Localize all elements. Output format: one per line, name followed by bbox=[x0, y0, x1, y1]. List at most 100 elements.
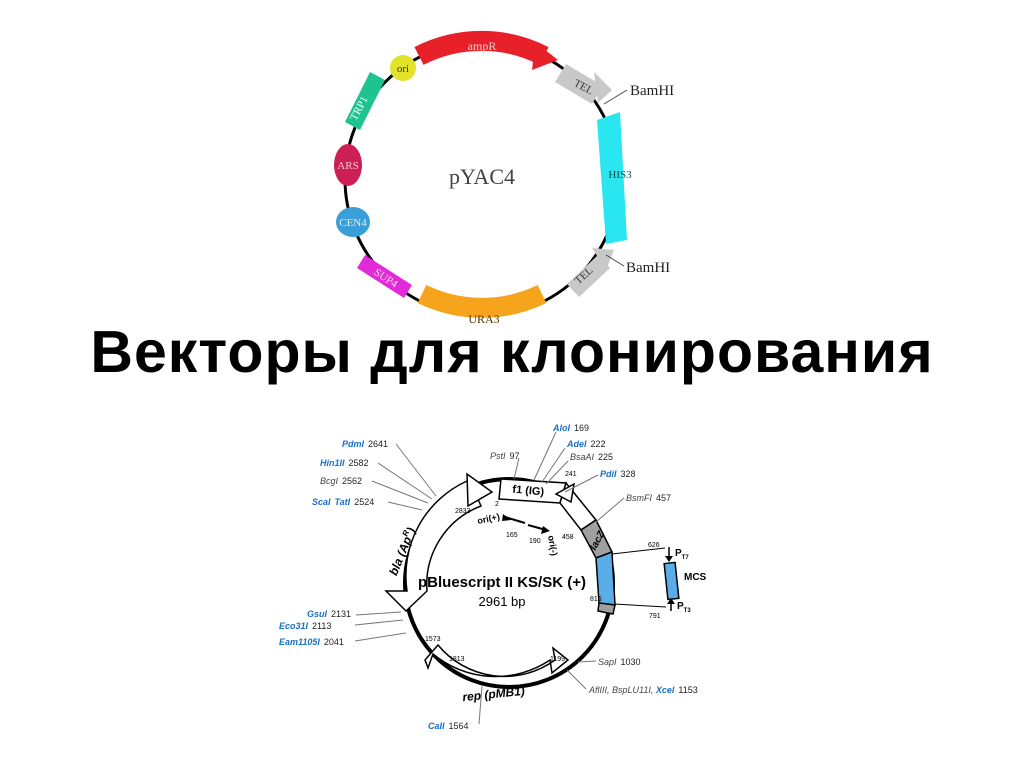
pt3-arrowhead bbox=[667, 598, 675, 604]
tick-2: 2 bbox=[495, 501, 499, 508]
rep-label: rep (pMB1) bbox=[462, 684, 526, 704]
leader-afliii bbox=[566, 669, 587, 690]
mcs-box bbox=[663, 561, 680, 601]
site-psti-name: PstI bbox=[490, 451, 506, 461]
bla-label-sup: R bbox=[401, 529, 412, 538]
ori-plus-arrow bbox=[504, 516, 526, 524]
tick-2833: 2833 bbox=[455, 508, 471, 515]
site-eco31i-pos: 2113 bbox=[312, 621, 331, 631]
tick-626: 626 bbox=[648, 542, 660, 549]
pt7-sub: T7 bbox=[682, 555, 690, 561]
site-sapi-name: SapI bbox=[598, 657, 617, 667]
his3-label: HIS3 bbox=[608, 169, 632, 181]
tick-816: 816 bbox=[590, 596, 602, 603]
leader-bsaai bbox=[545, 460, 569, 485]
site-bsaai-name: BsaAI bbox=[570, 452, 595, 462]
pt7-arrowhead bbox=[665, 556, 673, 562]
site-bsaai-pos: 225 bbox=[598, 452, 613, 462]
leader-eco31i bbox=[354, 619, 404, 626]
site-scai-pos: 2524 bbox=[354, 497, 374, 507]
site-bsmfi-name: BsmFI bbox=[626, 493, 652, 503]
tel-top-arrowhead bbox=[594, 72, 612, 103]
mcs-label: MCS bbox=[684, 572, 707, 583]
cen4-label: CEN4 bbox=[339, 217, 367, 229]
tick-1813: 1813 bbox=[449, 656, 465, 663]
tick-458: 458 bbox=[562, 534, 574, 541]
pbluescript-size: 2961 bp bbox=[479, 594, 526, 609]
site-bcgi-name: BcgI bbox=[320, 476, 339, 486]
cen4-segment bbox=[336, 207, 370, 237]
ura3-segment bbox=[417, 284, 547, 318]
leader-cali bbox=[478, 685, 483, 725]
bla-segment bbox=[384, 480, 483, 613]
site-bsmfi: BsmFI 457 bbox=[626, 493, 671, 503]
site-scai-name: ScaI bbox=[312, 497, 331, 507]
leader-bcgi bbox=[371, 480, 429, 504]
site-pdml-name: PdmI bbox=[342, 439, 365, 449]
site-xcei-pos: 1153 bbox=[678, 685, 697, 695]
ori-minus-arrowhead bbox=[541, 526, 550, 534]
leader-aloi bbox=[533, 431, 557, 481]
leader-bsmfi bbox=[595, 497, 625, 523]
ori-label: ori bbox=[397, 63, 409, 75]
site-pdii-name: PdiI bbox=[600, 469, 617, 479]
ori-plus-arrowhead bbox=[502, 514, 511, 521]
leader-hin1 bbox=[377, 462, 433, 500]
site-bsmfi-pos: 457 bbox=[656, 493, 671, 503]
f1-label: f1 (IG) bbox=[512, 484, 545, 499]
pyac4-name: pYAC4 bbox=[449, 164, 515, 189]
f1-arrowhead bbox=[554, 482, 575, 504]
mcs-connector-bottom bbox=[613, 603, 667, 608]
bamhi-top-leader bbox=[603, 89, 628, 105]
tick-241: 241 bbox=[565, 471, 577, 478]
leader-adei bbox=[541, 447, 566, 483]
site-tati-name: TatI bbox=[335, 497, 351, 507]
site-gsui-name: GsuI bbox=[307, 609, 328, 619]
sup4-segment bbox=[357, 255, 412, 298]
slide-title: Векторы для клонирования bbox=[90, 319, 934, 385]
trp1-segment bbox=[345, 72, 385, 130]
leader-psti bbox=[513, 457, 520, 480]
site-pdml-pos: 2641 bbox=[368, 439, 388, 449]
site-hin1: Hin1II 2582 bbox=[320, 458, 369, 468]
leader-eam1105i bbox=[354, 632, 407, 642]
bamhi-bottom-leader bbox=[605, 254, 625, 267]
ars-label: ARS bbox=[337, 160, 358, 172]
ori-segment bbox=[390, 55, 416, 81]
tel-top-segment bbox=[555, 64, 603, 104]
site-pdii-pos: 328 bbox=[621, 469, 636, 479]
site-afliii-name: AflIII, BspLU11I, bbox=[588, 685, 656, 695]
bla-label-close: ) bbox=[403, 525, 418, 536]
ampr-label: ampR bbox=[468, 39, 497, 53]
site-gsui-pos: 2131 bbox=[331, 609, 351, 619]
pt3-main: P bbox=[677, 601, 684, 612]
site-eco31i-name: Eco31I bbox=[279, 621, 309, 631]
pt7-label: PT7 bbox=[675, 548, 689, 561]
ori-minus-label: ori(-) bbox=[546, 535, 559, 557]
leader-pdml bbox=[395, 443, 437, 497]
site-cali: CaII 1564 bbox=[428, 721, 469, 731]
tel-bottom-arrowhead bbox=[592, 248, 614, 270]
site-cali-name: CaII bbox=[428, 721, 445, 731]
site-adei-pos: 222 bbox=[591, 439, 606, 449]
tick-791: 791 bbox=[649, 613, 661, 620]
leader-gsui bbox=[355, 611, 402, 616]
tel-bottom-segment bbox=[567, 255, 610, 297]
leader-sapi bbox=[577, 660, 597, 663]
site-aloi-pos: 169 bbox=[574, 423, 589, 433]
mcs-connector-top bbox=[611, 547, 666, 555]
bamhi-bottom-label: BamHI bbox=[626, 260, 670, 276]
site-hin1-pos: 2582 bbox=[349, 458, 369, 468]
site-bcgi-pos: 2562 bbox=[342, 476, 362, 486]
site-hin1-name: Hin1II bbox=[320, 458, 345, 468]
pbluescript-name: pBluescript II KS/SK (+) bbox=[418, 574, 586, 591]
ura3-label: URA3 bbox=[468, 312, 499, 326]
site-cali-pos: 1564 bbox=[449, 721, 469, 731]
